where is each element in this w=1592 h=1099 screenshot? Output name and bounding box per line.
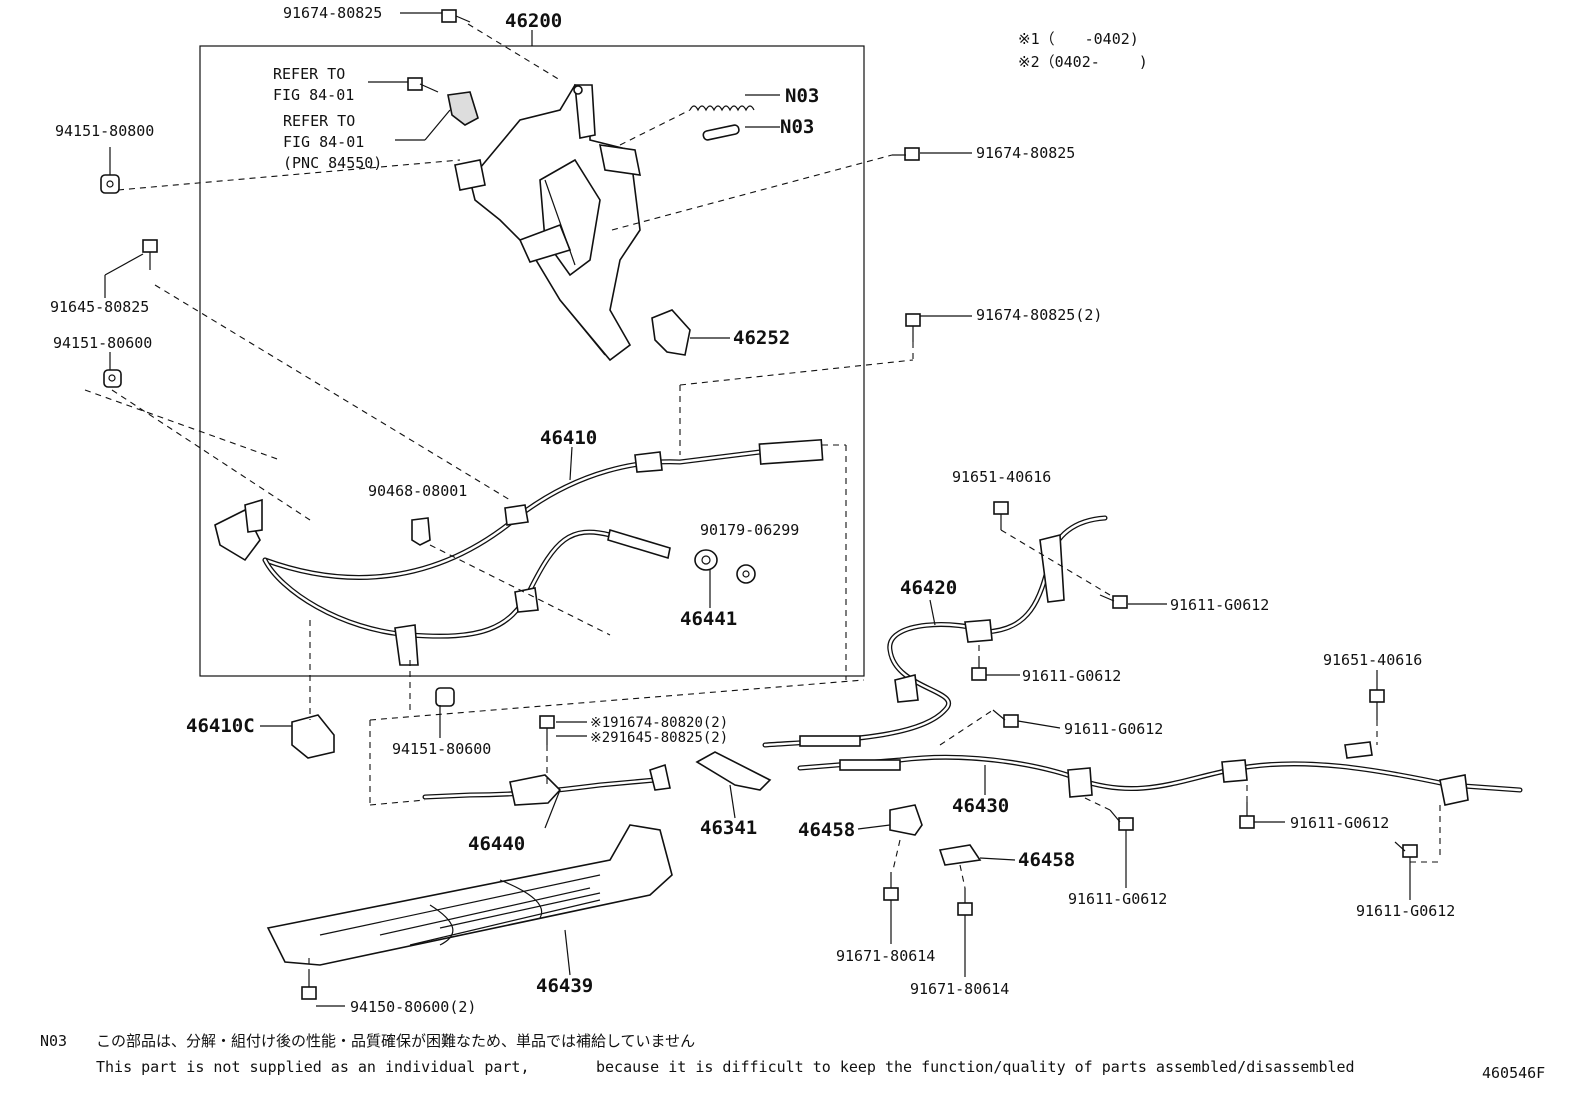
bracket-46341 [695,751,772,791]
nut-94151-80600-mid [435,687,455,707]
label-46420: 46420 [900,577,957,599]
label-46410c: 46410C [186,715,255,737]
refer-2-line1: REFER TO [283,112,355,130]
label-46458-b: 46458 [1018,849,1075,871]
label-bolt-91611-g0612-1: 91611-G0612 [1170,596,1269,614]
label-46441: 46441 [680,608,737,630]
protector-46439 [266,824,673,966]
label-nut-94151-80600-mid: 94151-80600 [392,740,491,758]
label-bolt-91645-80825-2: ※291645-80825(2) [590,730,728,746]
clip-46458 [889,804,982,866]
label-bolt-91671-80614-a: 91671-80614 [836,947,935,965]
clip-46410c [291,714,335,759]
cable-46410 [214,438,824,666]
footer-en-note-2: because it is difficult to keep the func… [596,1058,1355,1076]
bolt-icon [142,9,1418,1000]
label-46430: 46430 [952,795,1009,817]
label-bolt-91671-80614-b: 91671-80614 [910,980,1009,998]
label-bolt-91674-80820: ※191674-80820(2) [590,715,728,731]
pad-46252 [651,309,691,356]
label-46439: 46439 [536,975,593,997]
label-n03-spring: N03 [785,85,819,107]
label-clip-90468-08001: 90468-08001 [368,482,467,500]
label-bolt-91611-g0612-3: 91611-G0612 [1064,720,1163,738]
cable-46430 [797,741,1523,806]
label-bolt-91611-g0612-6: 91611-G0612 [1356,902,1455,920]
nut-94151-80800 [100,174,120,194]
figure-id: 460546F [1482,1064,1545,1082]
label-nut-94151-80800: 94151-80800 [55,122,154,140]
parking-brake-lever [454,83,642,362]
label-bush-90179-06299: 90179-06299 [700,521,799,539]
bush-90179 [736,564,756,584]
nut-94151-80600 [103,369,122,388]
pin-part [702,124,740,141]
label-46410: 46410 [540,427,597,449]
label-nut-94151-80600-left: 94151-80600 [53,334,152,352]
label-46341: 46341 [700,817,757,839]
label-46458-a: 46458 [798,819,855,841]
label-bolt-91674-80825-2: 91674-80825(2) [976,306,1102,324]
note-mark2: ※2（0402- ) [1018,53,1148,71]
label-bolt-94150-80600: 94150-80600(2) [350,998,476,1016]
refer-2-line3: (PNC 84550) [283,154,382,172]
label-n03-pin: N03 [780,116,814,138]
bush-46441 [694,549,718,571]
note-mark1: ※1（ -0402) [1018,30,1139,48]
refer-2-line2: FIG 84-01 [283,133,364,151]
label-bolt-91611-g0612-5: 91611-G0612 [1068,890,1167,908]
label-bolt-91645-80825: 91645-80825 [50,298,149,316]
refer-bracket [447,91,479,126]
spring-part [689,105,755,112]
label-bolt-91674-80825-top: 91674-80825 [283,4,382,22]
footer-en-note-1: This part is not supplied as an individu… [96,1058,529,1076]
label-46200: 46200 [505,10,562,32]
refer-1-line2: FIG 84-01 [273,86,354,104]
label-bolt-91611-g0612-4: 91611-G0612 [1290,814,1389,832]
label-bolt-91611-g0612-2: 91611-G0612 [1022,667,1121,685]
clip-90468 [411,517,431,546]
cable-46440 [422,763,671,806]
leader-lines [84,23,1441,970]
footer-jp-note: この部品は、分解・組付け後の性能・品質確保が困難なため、単品では補給していません [96,1032,695,1050]
refer-1-line1: REFER TO [273,65,345,83]
callout-lines [104,12,1411,1007]
footer-code: N03 [40,1032,67,1050]
cable-46420 [762,515,1108,748]
label-bolt-91674-80825-right: 91674-80825 [976,144,1075,162]
label-46252: 46252 [733,327,790,349]
label-bolt-91651-40616-a: 91651-40616 [952,468,1051,486]
label-46440: 46440 [468,833,525,855]
label-bolt-91651-40616-b: 91651-40616 [1323,651,1422,669]
